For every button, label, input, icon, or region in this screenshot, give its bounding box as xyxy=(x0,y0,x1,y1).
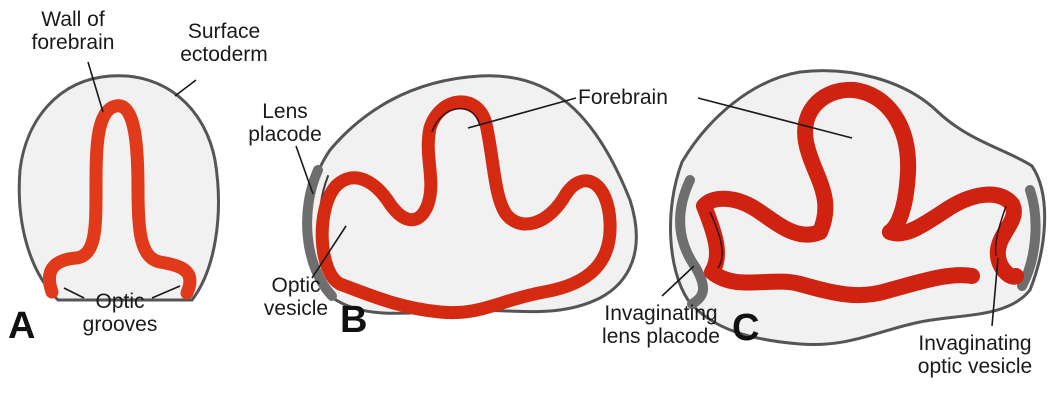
label-optic-vesicle: Optic vesicle xyxy=(254,274,338,320)
label-optic-vesicle-line1: Optic xyxy=(254,274,338,297)
label-invaginating-lens-placode-line2: lens placode xyxy=(594,325,728,348)
label-invaginating-optic-vesicle: Invaginating optic vesicle xyxy=(900,332,1050,378)
stage-letter-b: B xyxy=(340,300,367,340)
label-optic-grooves-line2: grooves xyxy=(72,313,168,336)
label-lens-placode-line2: placode xyxy=(238,123,332,146)
stage-letter-a: A xyxy=(8,306,35,346)
label-wall-of-forebrain-line1: Wall of xyxy=(24,8,122,31)
label-surface-ectoderm-line2: ectoderm xyxy=(172,43,276,66)
label-surface-ectoderm: Surface ectoderm xyxy=(172,20,276,66)
label-invaginating-optic-vesicle-line2: optic vesicle xyxy=(900,355,1050,378)
label-forebrain: Forebrain xyxy=(578,86,668,109)
label-optic-grooves-line1: Optic xyxy=(72,290,168,313)
leader-lens-placode xyxy=(296,146,313,194)
label-optic-grooves: Optic grooves xyxy=(72,290,168,336)
label-lens-placode: Lens placode xyxy=(238,100,332,146)
label-wall-of-forebrain: Wall of forebrain xyxy=(24,8,122,54)
panel-b-embryo xyxy=(307,76,637,314)
label-invaginating-optic-vesicle-line1: Invaginating xyxy=(900,332,1050,355)
label-optic-vesicle-line2: vesicle xyxy=(254,297,338,320)
stage-letter-c: C xyxy=(732,308,759,348)
label-lens-placode-line1: Lens xyxy=(238,100,332,123)
leader-surface-ectoderm xyxy=(175,80,196,96)
label-surface-ectoderm-line1: Surface xyxy=(172,20,276,43)
label-invaginating-lens-placode: Invaginating lens placode xyxy=(594,302,728,348)
label-invaginating-lens-placode-line1: Invaginating xyxy=(594,302,728,325)
label-wall-of-forebrain-line2: forebrain xyxy=(24,31,122,54)
panel-a-embryo xyxy=(19,76,218,300)
